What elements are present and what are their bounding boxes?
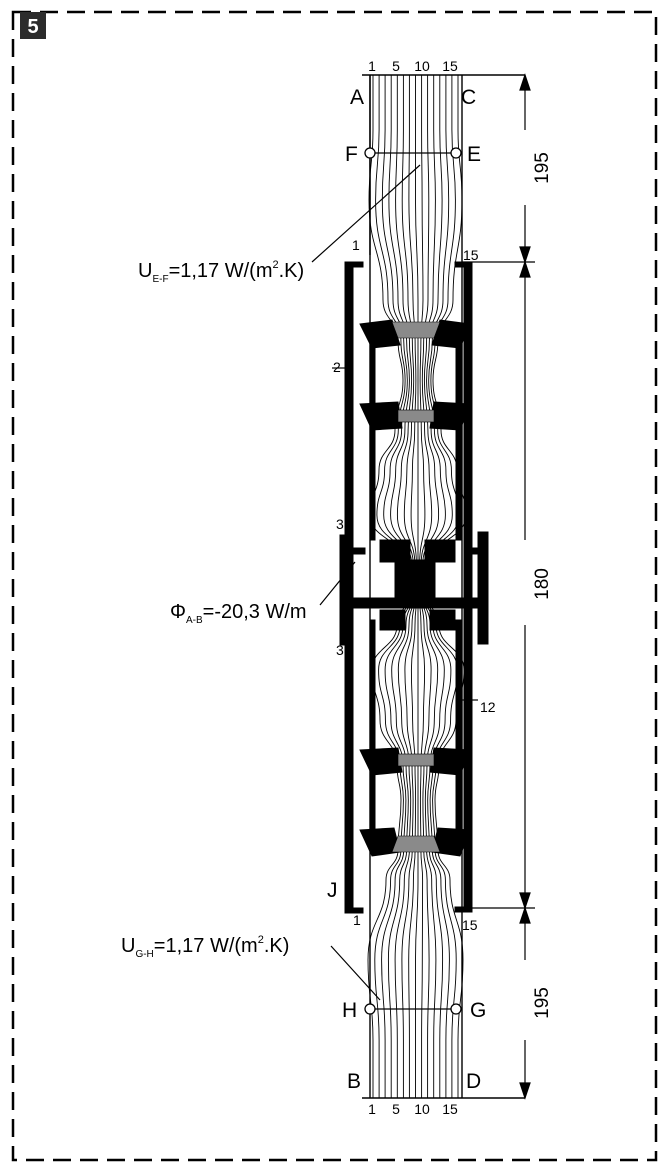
part-3-lower: 3 bbox=[336, 642, 344, 658]
part-3-upper: 3 bbox=[336, 516, 344, 532]
part-2: 2 bbox=[333, 359, 341, 375]
glazing-outline bbox=[362, 74, 525, 1099]
label-e: E bbox=[467, 143, 481, 166]
label-f: F bbox=[345, 143, 358, 166]
scale-tick: 15 bbox=[442, 1101, 458, 1117]
section-lines bbox=[364, 147, 462, 1015]
frame-profile bbox=[339, 261, 489, 914]
part-15-bottom: 15 bbox=[462, 917, 478, 933]
leader-lines bbox=[311, 164, 478, 1001]
scale-tick: 5 bbox=[392, 1101, 400, 1117]
scale-tick: 1 bbox=[368, 1101, 376, 1117]
annotation-phi-ab: ΦA-B=-20,3 W/m bbox=[170, 601, 307, 626]
scale-tick: 15 bbox=[442, 58, 458, 74]
scale-tick: 1 bbox=[368, 58, 376, 74]
label-b: B bbox=[347, 1070, 361, 1093]
part-12: 12 bbox=[480, 699, 496, 715]
dimension-bottom: 195 bbox=[532, 987, 553, 1019]
label-a: A bbox=[350, 86, 364, 109]
dimension-top: 195 bbox=[532, 152, 553, 184]
dimension-lines bbox=[462, 73, 535, 1100]
part-1-top: 1 bbox=[352, 237, 360, 253]
annotation-u-gh: UG-H=1,17 W/(m2.K) bbox=[121, 934, 289, 960]
figure-badge bbox=[20, 12, 46, 39]
scale-tick: 10 bbox=[414, 58, 430, 74]
label-h: H bbox=[342, 999, 357, 1022]
point-g bbox=[450, 1003, 462, 1015]
label-j: J bbox=[327, 879, 338, 902]
point-h bbox=[364, 1003, 376, 1015]
figure-number: 5 bbox=[27, 16, 38, 38]
dashed-frame bbox=[11, 10, 658, 1162]
dimension-middle: 180 bbox=[532, 568, 553, 600]
part-1-bottom: 1 bbox=[353, 912, 361, 928]
gaskets bbox=[391, 321, 441, 853]
scale-tick: 10 bbox=[414, 1101, 430, 1117]
part-15-top: 15 bbox=[463, 247, 479, 263]
label-c: C bbox=[461, 86, 476, 109]
scale-tick: 5 bbox=[392, 58, 400, 74]
point-f bbox=[364, 147, 376, 159]
annotation-u-ef: UE-F=1,17 W/(m2.K) bbox=[138, 259, 304, 285]
label-d: D bbox=[466, 1070, 481, 1093]
point-e bbox=[450, 147, 462, 159]
label-g: G bbox=[470, 999, 486, 1022]
